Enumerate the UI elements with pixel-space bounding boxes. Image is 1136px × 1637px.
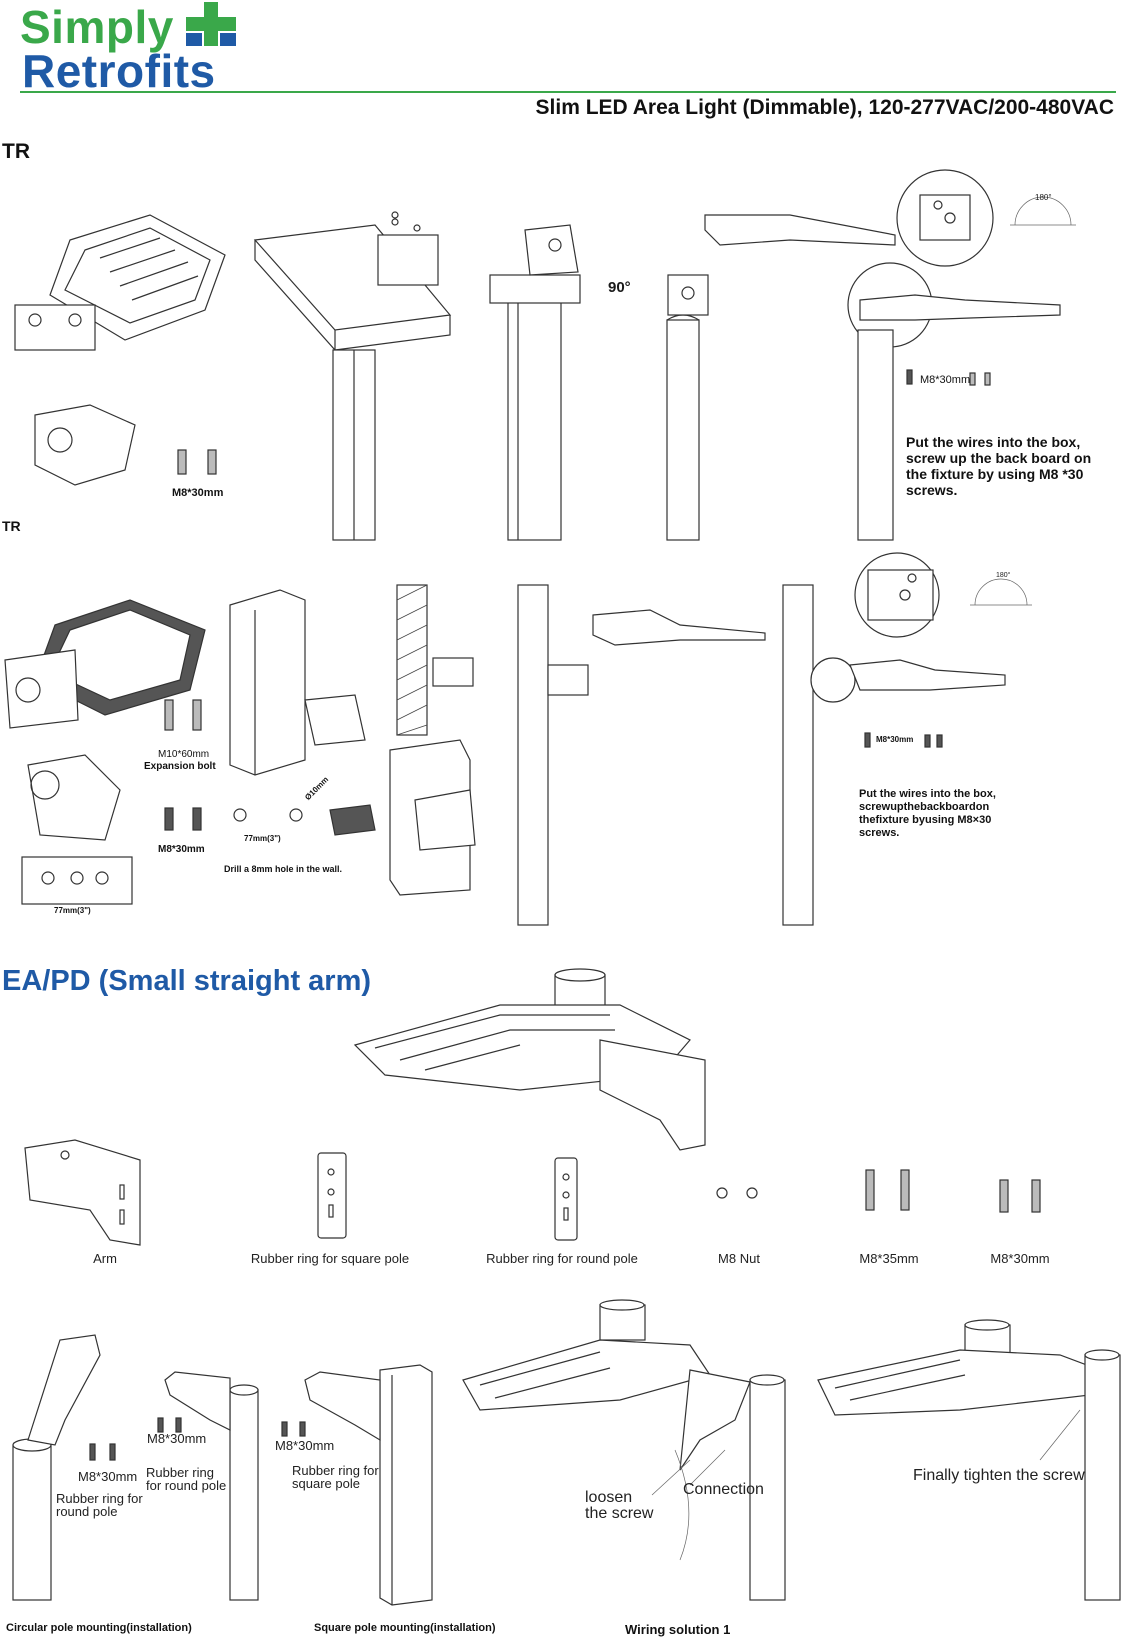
section-ea-heading: EA/PD (Small straight arm) (2, 965, 372, 997)
tr-wall-block-illustration (229, 589, 376, 836)
ea-screw35-part (865, 1169, 910, 1211)
ea-screw30-part (999, 1179, 1041, 1213)
ea-main-fixture-illustration (353, 968, 706, 1151)
ea-circular-pole-illustration (12, 1334, 116, 1601)
caption-wiring: Wiring solution 1 (625, 1622, 731, 1637)
wall-screw-label-right: M8*30mm (876, 735, 914, 744)
tr-bracket-illustration (34, 404, 217, 486)
tr-wall-pole-a-illustration (517, 584, 766, 926)
ea-final-step-illustration (817, 1319, 1121, 1601)
circular-screw-label: M8*30mm (78, 1469, 138, 1484)
square-ring-label: Rubber ring for square pole (292, 1463, 379, 1491)
part-label-screw30: M8*30mm (990, 1251, 1050, 1266)
connection-label: Connection (683, 1481, 764, 1498)
wall-screw-label: M8*30mm (158, 844, 205, 855)
ea-square-pole-illustration (281, 1364, 433, 1606)
hole-spacing-label: 77mm(3") (244, 834, 281, 843)
square-screw-label: M8*30mm (275, 1438, 335, 1453)
ea-arm-part (24, 1139, 141, 1246)
ea-round-pole-illustration (157, 1371, 259, 1601)
drill-note: Drill a 8mm hole in the wall. (224, 864, 343, 874)
ea-wiring-step-illustration (462, 1299, 786, 1601)
circular-ring-label: Rubber ring for round pole (56, 1491, 143, 1519)
section-tr-wall-heading: TR (2, 518, 21, 534)
wall-angle-180-label: 180° (996, 572, 1011, 579)
tr-wall-fixture-illustration (4, 599, 206, 905)
ea-square-ring-part (317, 1152, 347, 1239)
section-tr-heading: TR (2, 140, 30, 163)
tr-square-pole-illustration (489, 224, 581, 541)
bracket-spacing-label: 77mm(3") (54, 906, 91, 915)
ea-round-ring-part (554, 1157, 578, 1241)
part-label-round-ring: Rubber ring for round pole (486, 1251, 638, 1266)
tr-round-pole-illustration (666, 214, 896, 541)
caption-square: Square pole mounting(installation) (314, 1622, 496, 1634)
logo-text-simply: Simply (20, 1, 174, 53)
expansion-size-label: M10*60mm (158, 749, 210, 760)
document-title: Slim LED Area Light (Dimmable), 120-277V… (535, 96, 1114, 119)
caption-circular: Circular pole mounting(installation) (6, 1622, 192, 1634)
part-label-arm: Arm (93, 1251, 117, 1266)
part-label-square-ring: Rubber ring for square pole (250, 1251, 410, 1266)
tr-instruction: Put the wires into the box, screw up the… (906, 434, 1092, 498)
part-label-nut: M8 Nut (718, 1251, 760, 1266)
wall-instruction: Put the wires into the box, screwuptheba… (859, 788, 996, 839)
tighten-label: Finally tighten the screw (913, 1467, 1085, 1484)
tr-wall-hatch-illustration (389, 584, 476, 896)
logo-text-retrofits: Retrofits (22, 45, 216, 97)
angle-90-label: 90° (608, 279, 631, 296)
header-divider (20, 91, 1116, 93)
tr-fixture-illustration (14, 214, 226, 351)
tr-screw-label: M8*30mm (172, 487, 224, 499)
tr-t-pole-illustration (253, 211, 452, 541)
loosen-label: loosen the screw (585, 1489, 654, 1522)
tr-screw-label-right: M8*30mm (920, 374, 971, 386)
round-ring-label: Rubber ring for round pole (146, 1465, 227, 1493)
ea-nut-part (716, 1187, 758, 1199)
logo-cross-icon (186, 2, 236, 46)
round-screw-label: M8*30mm (147, 1431, 207, 1446)
angle-180-label: 180° (1035, 193, 1052, 202)
tr-wall-pole-b-illustration (782, 552, 1032, 926)
part-label-screw35: M8*35mm (859, 1251, 919, 1266)
expansion-bolt-label: Expansion bolt (144, 761, 216, 772)
tr-detail-illustration (847, 169, 1076, 541)
